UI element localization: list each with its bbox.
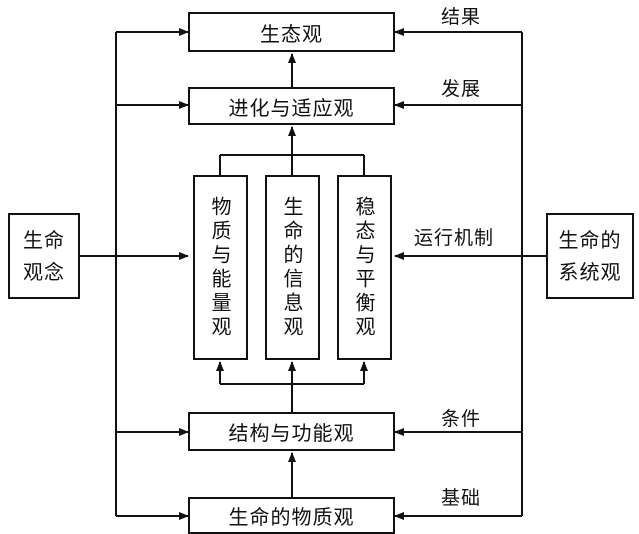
label-jichu: 基础	[441, 487, 482, 509]
box-wentai: 稳态与平衡观	[337, 175, 392, 360]
box-xinxi-label: 生命的信息观	[280, 195, 304, 340]
box-xitong-guan-line2: 系统观	[558, 260, 622, 284]
box-wentai-label: 稳态与平衡观	[352, 195, 376, 340]
box-wuzhi-nengliang-label: 物质与能量观	[208, 195, 232, 340]
box-xinxi: 生命的信息观	[265, 175, 320, 360]
box-shengming-guannian-line2: 观念	[23, 260, 65, 284]
box-shengtai-label: 生态观	[260, 21, 323, 46]
box-wuzhiguan-label: 生命的物质观	[228, 505, 355, 529]
box-wuzhi-nengliang: 物质与能量观	[193, 175, 248, 360]
label-tiaojian: 条件	[441, 408, 482, 430]
box-shengming-guannian: 生命 观念	[8, 213, 80, 299]
box-jiegou: 结构与功能观	[188, 412, 395, 451]
box-jiegou-label: 结构与功能观	[228, 421, 355, 445]
label-jieguo: 结果	[441, 6, 482, 28]
box-jinhua: 进化与适应观	[188, 87, 395, 125]
box-xitong-guan-line1: 生命的	[558, 228, 622, 252]
label-yunxing: 运行机制	[414, 227, 495, 249]
box-wuzhiguan: 生命的物质观	[188, 497, 395, 534]
box-shengtai: 生态观	[188, 12, 395, 52]
box-shengming-guannian-line1: 生命	[23, 228, 65, 252]
box-jinhua-label: 进化与适应观	[228, 95, 355, 120]
label-fazhan: 发展	[441, 78, 482, 100]
box-xitong-guan: 生命的 系统观	[546, 213, 634, 299]
